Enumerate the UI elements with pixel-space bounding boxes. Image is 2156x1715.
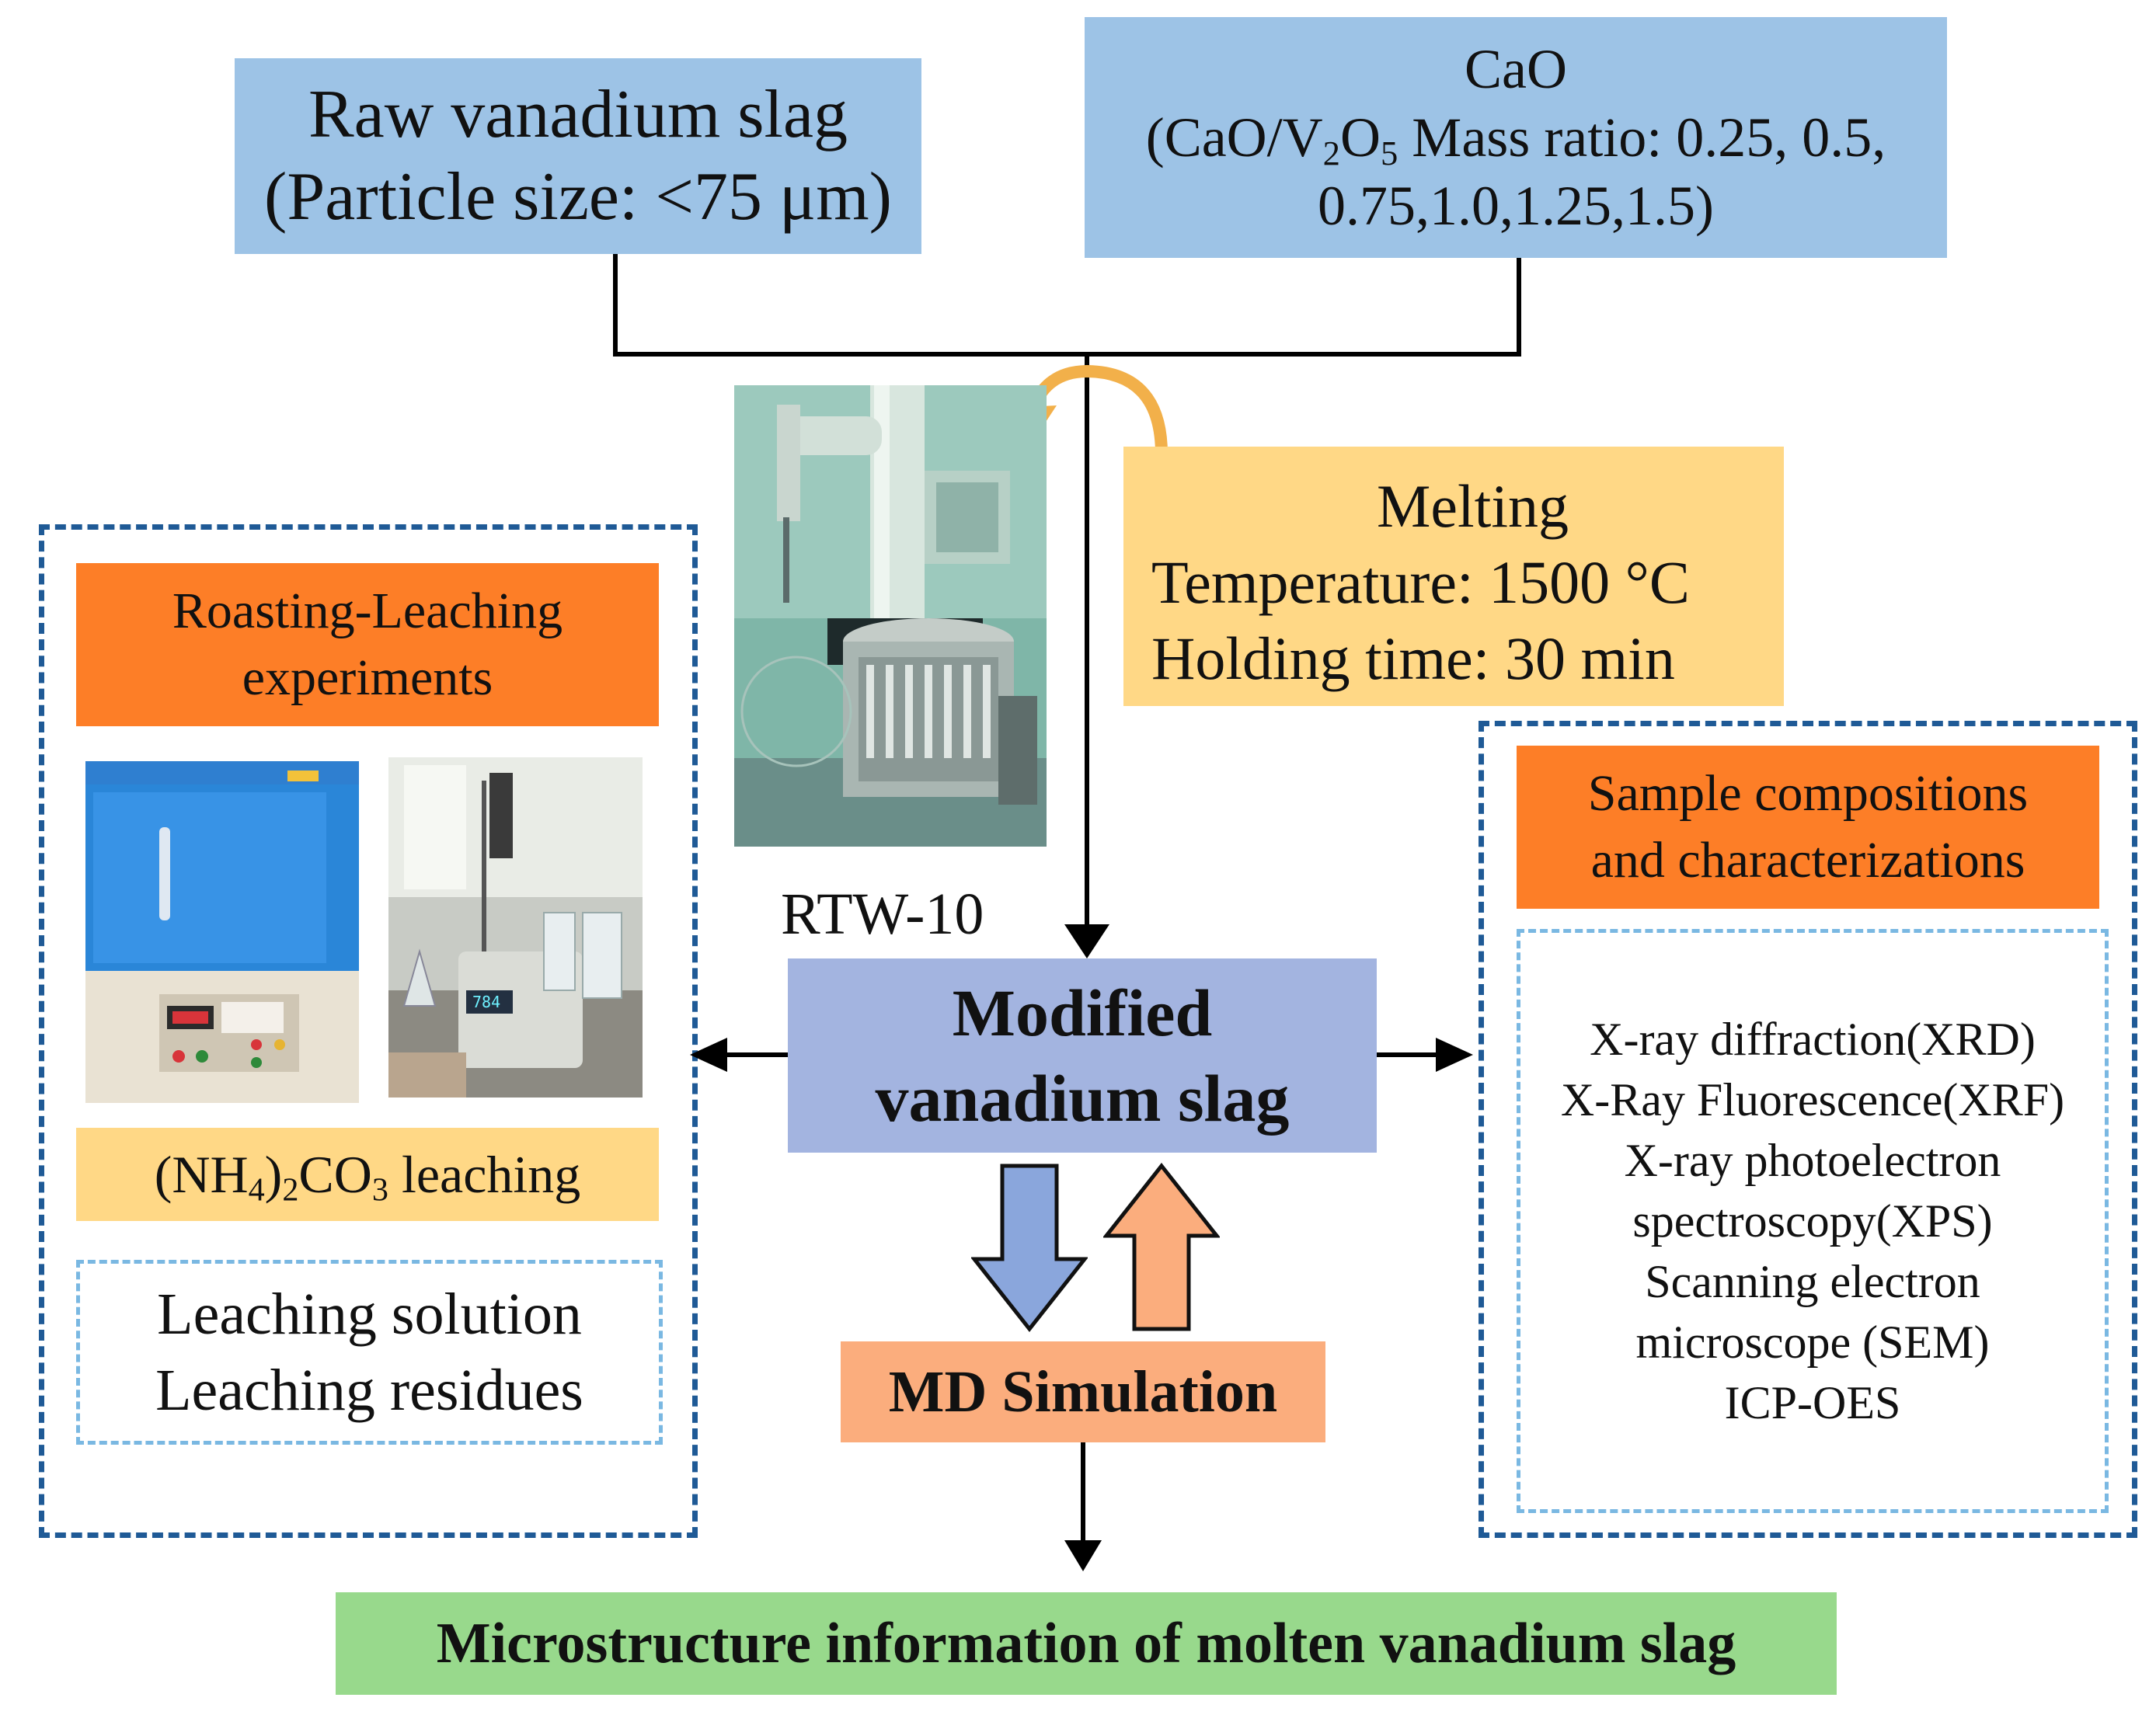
leaching-residues-label: Leaching residues	[155, 1358, 583, 1423]
raw-slag-line1: Raw vanadium slag	[308, 77, 848, 152]
microstructure-info-box: Microstructure information of molten van…	[336, 1592, 1837, 1695]
rtw10-furnace-photo	[734, 385, 1047, 847]
ammonium-carbonate-leaching-box: (NH4)2CO3 leaching	[76, 1128, 659, 1221]
raw-slag-connector-down	[613, 254, 618, 357]
characterization-title-line1: Sample compositions	[1587, 765, 2029, 822]
method-icp-oes: ICP-OES	[1724, 1377, 1901, 1428]
md-simulation-box: MD Simulation	[841, 1341, 1325, 1442]
roasting-leaching-panel	[39, 524, 698, 1538]
melting-holding-time: Holding time: 30 min	[1151, 624, 1675, 692]
svg-text:784: 784	[472, 993, 500, 1011]
method-xps-line2: spectroscopy(XPS)	[1632, 1195, 1993, 1247]
characterization-methods-box: X-ray diffraction(XRD) X-Ray Fluorescenc…	[1517, 929, 2109, 1513]
leaching-setup-photo: 784	[388, 757, 643, 1098]
cao-connector-down	[1517, 258, 1521, 357]
modified-slag-line1: Modified	[952, 976, 1213, 1050]
modified-vanadium-slag-box: Modified vanadium slag	[788, 958, 1377, 1153]
method-xrd: X-ray diffraction(XRD)	[1590, 1014, 2036, 1065]
down-arrowhead-into-modified	[1064, 924, 1109, 958]
microstructure-info-label: Microstructure information of molten van…	[436, 1611, 1736, 1675]
ammonium-carbonate-leaching-label: (NH4)2CO3 leaching	[154, 1144, 581, 1209]
furnace-label: RTW-10	[781, 882, 984, 947]
up-block-arrow	[1103, 1163, 1220, 1331]
arrow-to-roasting-head	[690, 1038, 727, 1072]
roasting-leaching-title-line2: experiments	[242, 649, 493, 706]
raw-vanadium-slag-box: Raw vanadium slag (Particle size: <75 μm…	[235, 58, 921, 254]
cao-title: CaO	[1465, 38, 1567, 100]
method-xrf: X-Ray Fluorescence(XRF)	[1560, 1074, 2065, 1125]
melting-title: Melting	[1377, 472, 1569, 540]
cao-ratio-values: 0.75,1.0,1.25,1.5)	[1318, 175, 1714, 237]
leaching-solution-label: Leaching solution	[157, 1282, 582, 1347]
characterization-title-line2: and characterizations	[1590, 832, 2025, 889]
top-horizontal-connector	[613, 352, 1521, 357]
characterization-panel	[1479, 721, 2137, 1538]
method-xps-line1: X-ray photoelectron	[1624, 1135, 2001, 1186]
cao-ratio-line: (CaO/V2O5 Mass ratio: 0.25, 0.5,	[1145, 106, 1886, 173]
modified-slag-line2: vanadium slag	[875, 1061, 1290, 1136]
main-vertical-connector	[1085, 357, 1089, 931]
arrow-to-characterization-head	[1436, 1038, 1473, 1072]
method-sem-line1: Scanning electron	[1645, 1256, 1980, 1307]
down-arrowhead-into-microstructure	[1064, 1540, 1102, 1571]
melting-conditions-box: Melting Temperature: 1500 °C Holding tim…	[1123, 447, 1784, 706]
arrow-to-characterization-shaft	[1377, 1052, 1439, 1057]
characterization-title-box: Sample compositions and characterization…	[1517, 746, 2099, 909]
muffle-furnace-photo	[85, 753, 359, 1103]
leaching-results-box: Leaching solution Leaching residues	[76, 1260, 663, 1445]
melting-temperature: Temperature: 1500 °C	[1151, 548, 1690, 616]
md-to-microstructure-connector	[1081, 1442, 1085, 1547]
method-sem-line2: microscope (SEM)	[1635, 1317, 1990, 1368]
roasting-leaching-title-box: Roasting-Leaching experiments	[76, 563, 659, 726]
down-block-arrow	[971, 1164, 1088, 1332]
arrow-to-roasting-shaft	[723, 1052, 788, 1057]
cao-box: CaO (CaO/V2O5 Mass ratio: 0.25, 0.5, 0.7…	[1085, 17, 1947, 258]
md-simulation-label: MD Simulation	[888, 1358, 1278, 1425]
roasting-leaching-title-line1: Roasting-Leaching	[172, 583, 563, 639]
raw-slag-line2: (Particle size: <75 μm)	[264, 159, 892, 235]
